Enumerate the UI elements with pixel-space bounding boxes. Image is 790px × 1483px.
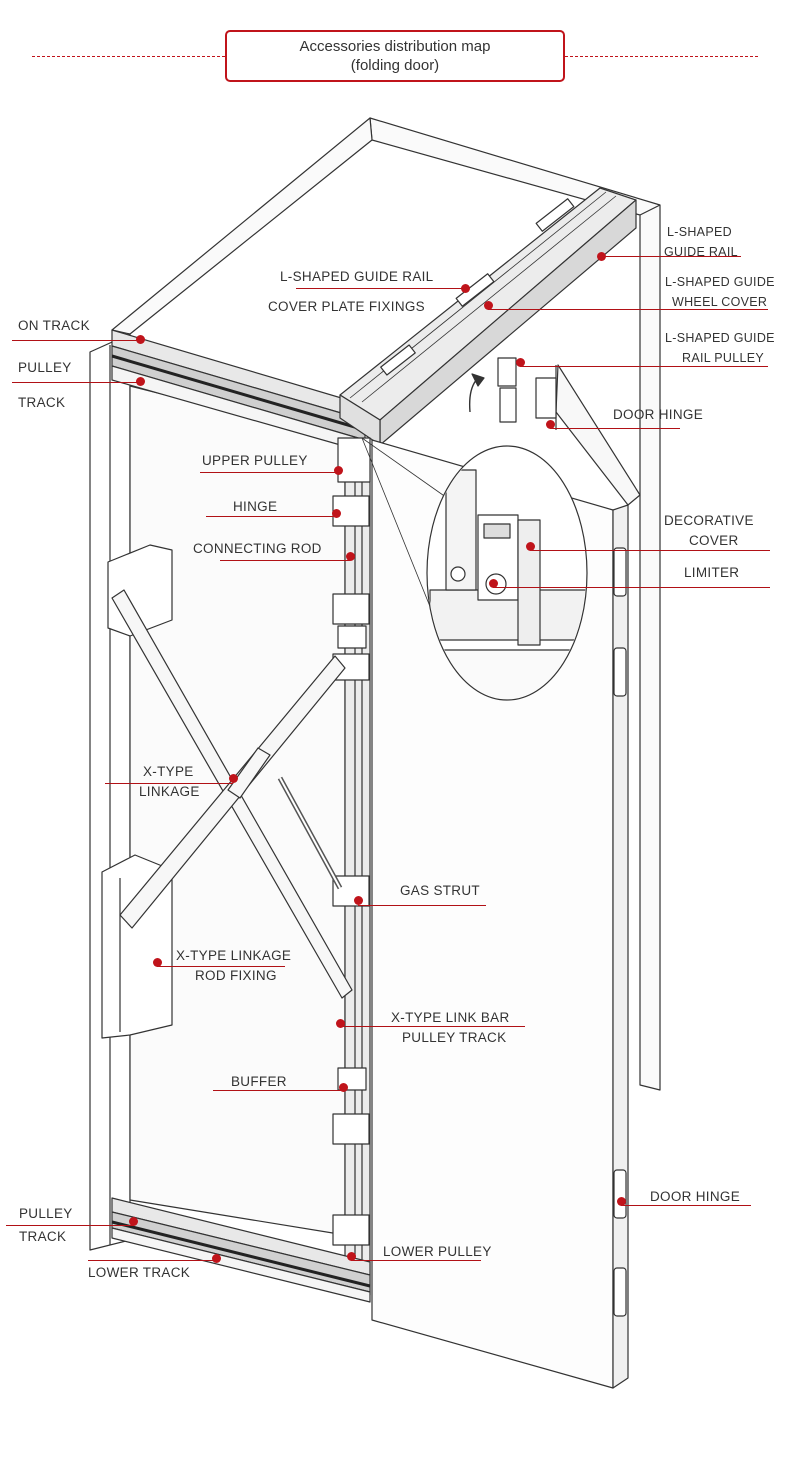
marker-connecting-rod (345, 551, 355, 561)
label-wheel-cover-1: L-SHAPED GUIDE (665, 275, 775, 289)
marker-lower-pulley (346, 1251, 356, 1261)
leader-gas-strut (358, 905, 486, 906)
label-pulley-bottom: PULLEY (19, 1206, 73, 1221)
leader-hinge (206, 516, 336, 517)
l-shaped-guide-rail (339, 187, 637, 446)
lower-track (111, 1197, 371, 1303)
marker-link-bar (335, 1018, 345, 1028)
leader-limiter (493, 587, 770, 588)
leader-link-bar (340, 1026, 525, 1027)
label-door-hinge-bottom: DOOR HINGE (650, 1189, 741, 1204)
marker-limiter (488, 578, 498, 588)
label-connecting-rod: CONNECTING ROD (193, 541, 322, 556)
label-x-type-2: LINKAGE (139, 784, 200, 799)
x-linkage-arms (111, 589, 353, 999)
title-box: Accessories distribution map (folding do… (225, 30, 565, 82)
leader-connecting-rod (220, 560, 350, 561)
leader-upper-pulley (200, 472, 338, 473)
label-x-type-1: X-TYPE (143, 764, 194, 779)
leader-rail-pulley (520, 366, 768, 367)
title-divider-right (565, 56, 758, 57)
marker-upper-pulley (333, 465, 343, 475)
leader-door-hinge-bottom (621, 1205, 751, 1206)
title-divider-left (32, 56, 225, 57)
label-rod-fixing-2: ROD FIXING (195, 968, 277, 983)
title-line-2: (folding door) (350, 57, 440, 74)
label-l-guide-rail-1: L-SHAPED (667, 225, 732, 239)
marker-lower-track (211, 1253, 221, 1263)
marker-l-rail (460, 283, 470, 293)
label-decorative-2: COVER (689, 533, 739, 548)
title-line-1: Accessories distribution map (299, 38, 491, 55)
label-track-top: TRACK (18, 395, 66, 410)
label-buffer: BUFFER (231, 1074, 287, 1089)
marker-rail-pulley (515, 357, 525, 367)
leader-pulley-top (12, 382, 140, 383)
leader-l-rail (296, 288, 465, 289)
label-lower-pulley: LOWER PULLEY (383, 1244, 492, 1259)
leader-pulley-bottom (6, 1225, 133, 1226)
marker-door-hinge-top (545, 419, 555, 429)
marker-wheel-cover (483, 300, 493, 310)
leader-buffer (213, 1090, 343, 1091)
upper-track (111, 329, 366, 453)
label-decorative-1: DECORATIVE (664, 513, 754, 528)
marker-buffer (338, 1082, 348, 1092)
label-on-track: ON TRACK (18, 318, 90, 333)
leader-rod-fixing (157, 966, 285, 967)
marker-pulley-bottom (128, 1216, 138, 1226)
marker-hinge (331, 508, 341, 518)
label-lower-track: LOWER TRACK (88, 1265, 191, 1280)
leader-door-hinge-top (550, 428, 680, 429)
label-track-bottom: TRACK (19, 1229, 67, 1244)
label-rail-pulley-2: RAIL PULLEY (682, 351, 765, 365)
label-link-bar-2: PULLEY TRACK (402, 1030, 507, 1045)
label-l-guide-rail-2: GUIDE RAIL (664, 245, 738, 259)
label-cover-plate: COVER PLATE FIXINGS (268, 299, 425, 314)
marker-decorative (525, 541, 535, 551)
door-hinges (535, 377, 627, 1317)
label-l-rail: L-SHAPED GUIDE RAIL (280, 269, 434, 284)
label-upper-pulley: UPPER PULLEY (202, 453, 308, 468)
marker-x-type (228, 773, 238, 783)
marker-on-track (135, 334, 145, 344)
label-link-bar-1: X-TYPE LINK BAR (391, 1010, 510, 1025)
label-rail-pulley-1: L-SHAPED GUIDE (665, 331, 775, 345)
leader-lower-pulley (351, 1260, 481, 1261)
detail-magnifier (361, 437, 588, 701)
gas-strut (277, 776, 343, 890)
marker-pulley-top (135, 376, 145, 386)
marker-door-hinge-bottom (616, 1196, 626, 1206)
label-limiter: LIMITER (684, 565, 740, 580)
leader-lower-track (88, 1260, 216, 1261)
label-rod-fixing-1: X-TYPE LINKAGE (176, 948, 292, 963)
folding-door-edge (612, 504, 629, 1389)
folding-door-rear-panel (555, 364, 641, 506)
marker-rod-fixing (152, 957, 162, 967)
leader-x-type (105, 783, 233, 784)
guide-rail-pulley-parts (468, 357, 517, 423)
leader-wheel-cover (488, 309, 768, 310)
vertical-rail-column (344, 439, 371, 1296)
cover-plate-fixings (380, 198, 575, 376)
leader-l-guide-rail (601, 256, 741, 257)
label-pulley-top: PULLEY (18, 360, 72, 375)
leader-on-track (12, 340, 140, 341)
marker-l-guide-rail (596, 251, 606, 261)
marker-gas-strut (353, 895, 363, 905)
label-hinge: HINGE (233, 499, 278, 514)
leader-decorative (530, 550, 770, 551)
label-wheel-cover-2: WHEEL COVER (672, 295, 768, 309)
label-door-hinge-top: DOOR HINGE (613, 407, 704, 422)
label-gas-strut: GAS STRUT (400, 883, 480, 898)
